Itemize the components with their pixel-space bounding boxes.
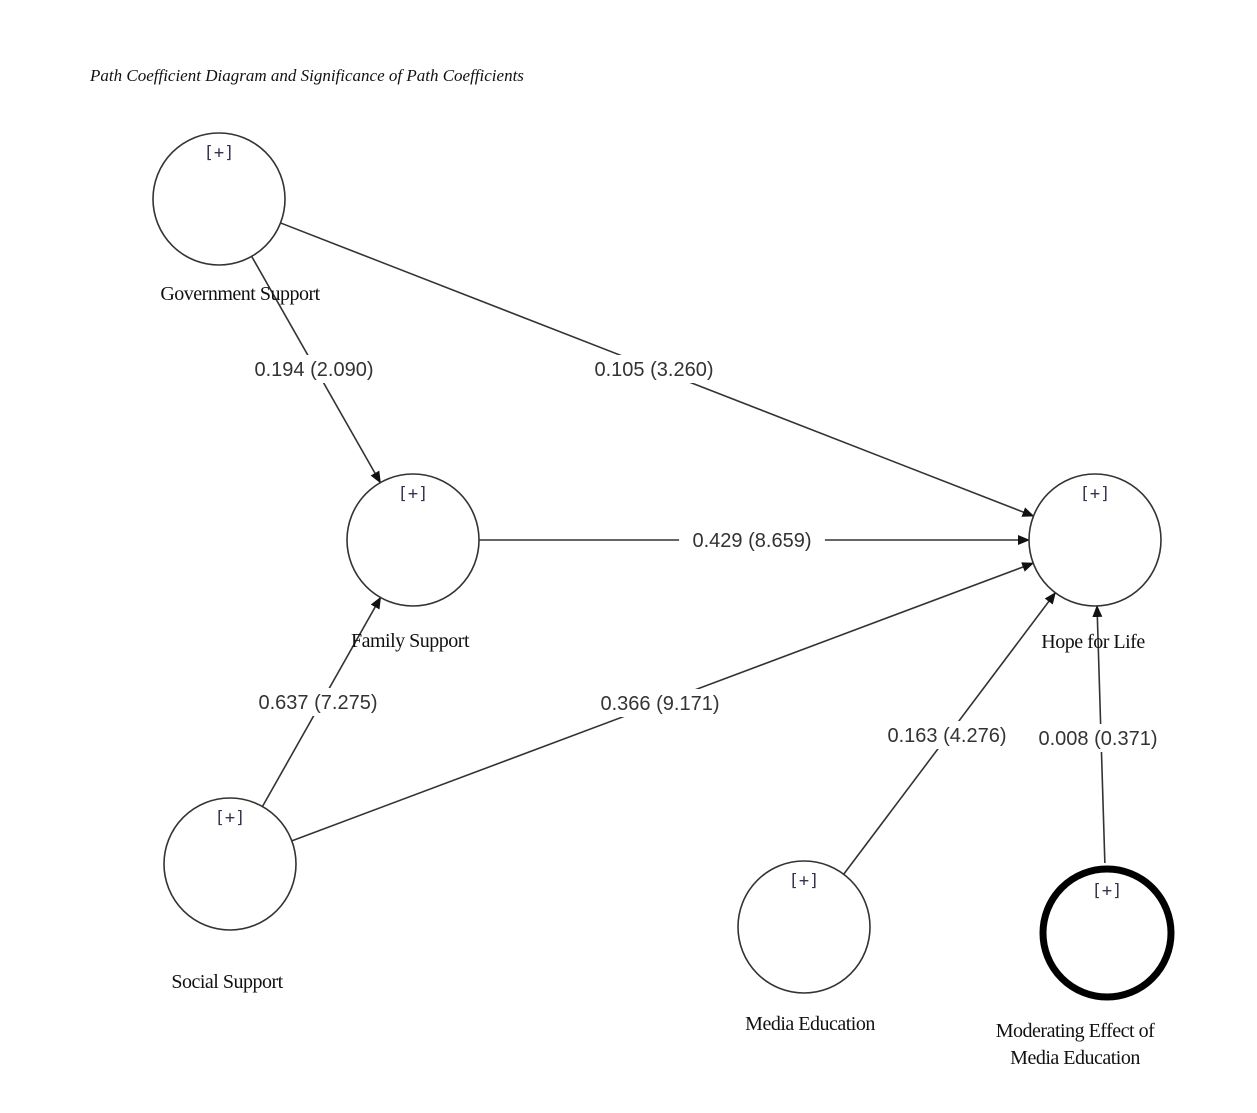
construct-circle[interactable] xyxy=(152,132,286,266)
expand-icon[interactable]: [+] xyxy=(204,143,235,163)
path-coefficient-label: 0.008 (0.371) xyxy=(1039,728,1158,750)
construct-label: Government Support xyxy=(160,283,320,305)
construct-family[interactable]: [+] Family Support xyxy=(346,473,480,652)
edge-label-background xyxy=(587,689,733,717)
edge-label-background xyxy=(1025,724,1171,752)
path-coefficient-label: 0.637 (7.275) xyxy=(259,692,378,714)
edge-label-background xyxy=(241,355,387,383)
figure-title: Path Coefficient Diagram and Significanc… xyxy=(90,66,524,85)
path-coefficient-label: 0.429 (8.659) xyxy=(693,530,812,552)
construct-media[interactable]: [+] Media Education xyxy=(737,860,876,1035)
expand-icon[interactable]: [+] xyxy=(398,484,429,504)
construct-label: Media Education xyxy=(1010,1047,1140,1069)
path-coefficient-label: 0.105 (3.260) xyxy=(595,359,714,381)
path-coefficient-label: 0.163 (4.276) xyxy=(888,725,1007,747)
construct-social[interactable]: [+] Social Support xyxy=(163,797,297,993)
edge-label-background xyxy=(874,721,1020,749)
construct-hope[interactable]: [+] Hope for Life xyxy=(1028,473,1162,653)
construct-label: Family Support xyxy=(351,630,470,652)
expand-icon[interactable]: [+] xyxy=(1092,881,1123,901)
construct-mod[interactable]: [+] Moderating Effect of Media Education xyxy=(996,865,1175,1069)
construct-label: Social Support xyxy=(171,971,283,993)
construct-circle[interactable] xyxy=(1028,473,1162,607)
edge-label-background xyxy=(581,355,727,383)
path-coefficient-label: 0.366 (9.171) xyxy=(601,693,720,715)
construct-circle[interactable] xyxy=(346,473,480,607)
construct-label: Hope for Life xyxy=(1041,631,1145,653)
construct-label: Media Education xyxy=(745,1013,875,1035)
construct-circle[interactable] xyxy=(1039,865,1175,1001)
construct-circle[interactable] xyxy=(163,797,297,931)
expand-icon[interactable]: [+] xyxy=(1080,484,1111,504)
path-coefficient-label: 0.194 (2.090) xyxy=(255,359,374,381)
construct-gov[interactable]: [+] Government Support xyxy=(152,132,321,305)
construct-circle[interactable] xyxy=(737,860,871,994)
construct-label: Moderating Effect of xyxy=(996,1020,1155,1042)
expand-icon[interactable]: [+] xyxy=(215,808,246,828)
expand-icon[interactable]: [+] xyxy=(789,871,820,891)
edge-label-background xyxy=(245,688,391,716)
edge-label-background xyxy=(679,526,825,554)
